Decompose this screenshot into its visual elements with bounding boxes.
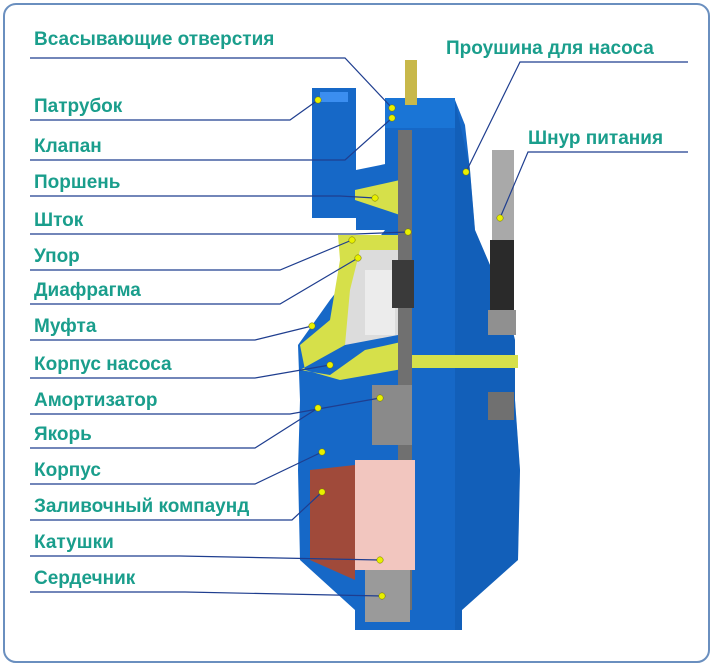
power-cord-gland xyxy=(490,240,514,310)
leader-dots xyxy=(308,96,504,600)
dot-potting-compound xyxy=(318,488,326,496)
leader-core xyxy=(30,591,383,597)
leader-branch-pipe xyxy=(30,99,319,121)
leader-piston xyxy=(30,195,376,199)
branch-pipe-opening xyxy=(320,92,348,102)
eyelet-stub xyxy=(405,60,417,105)
leader-housing xyxy=(30,451,323,485)
dot-power-cord xyxy=(496,214,504,222)
label-power-cord: Шнур питания xyxy=(528,128,663,149)
leader-coupling xyxy=(30,325,313,341)
dot-rod xyxy=(404,228,412,236)
label-rod: Шток xyxy=(34,210,84,231)
label-core: Сердечник xyxy=(34,568,136,589)
leader-pump-eyelet xyxy=(465,61,688,173)
leader-stop xyxy=(30,239,353,271)
coils-shape xyxy=(355,460,415,570)
branch-pipe-shape xyxy=(312,88,356,218)
label-pump-housing: Корпус насоса xyxy=(34,354,172,375)
top-cap xyxy=(385,98,455,128)
armature-shape xyxy=(372,385,412,445)
leader-coils xyxy=(30,555,381,561)
dot-stop xyxy=(348,236,356,244)
label-valve: Клапан xyxy=(34,136,102,157)
label-coils: Катушки xyxy=(34,532,114,553)
labels: Всасывающие отверстия Патрубок Клапан По… xyxy=(34,29,663,589)
dot-coils xyxy=(376,556,384,564)
label-piston: Поршень xyxy=(34,172,120,193)
dot-housing xyxy=(318,448,326,456)
dot-diaphragm xyxy=(354,254,362,262)
leader-power-cord xyxy=(499,151,688,219)
leader-valve xyxy=(30,117,393,161)
label-suction-holes: Всасывающие отверстия xyxy=(34,29,274,50)
leader-diaphragm xyxy=(30,257,359,305)
dot-pump-eyelet xyxy=(462,168,470,176)
compound-shape xyxy=(310,465,355,580)
label-shock-absorber: Амортизатор xyxy=(34,390,158,411)
label-diaphragm: Диафрагма xyxy=(34,280,141,301)
housing-bolt xyxy=(488,392,514,420)
dot-valve xyxy=(388,114,396,122)
dot-suction-holes xyxy=(388,104,396,112)
label-stop: Упор xyxy=(34,246,80,267)
label-armature: Якорь xyxy=(34,424,92,445)
dot-shock-absorber xyxy=(376,394,384,402)
leader-lines xyxy=(30,57,688,597)
dot-branch-pipe xyxy=(314,96,322,104)
leader-rod xyxy=(30,231,409,235)
leader-pump-housing xyxy=(30,364,331,379)
power-cord-shape xyxy=(492,150,514,240)
dot-piston xyxy=(371,194,379,202)
label-pump-eyelet: Проушина для насоса xyxy=(446,38,654,59)
dot-pump-housing xyxy=(326,361,334,369)
leader-armature xyxy=(30,407,319,449)
power-cord-nut xyxy=(488,310,516,335)
label-potting-compound: Заливочный компаунд xyxy=(34,496,249,517)
leader-suction-holes xyxy=(30,57,393,109)
diaphragm-shape xyxy=(300,235,518,380)
leader-potting-compound xyxy=(30,491,323,521)
dot-coupling xyxy=(308,322,316,330)
label-branch-pipe: Патрубок xyxy=(34,96,123,117)
inner-cylinder xyxy=(365,270,395,335)
label-coupling: Муфта xyxy=(34,316,97,337)
dot-core xyxy=(378,592,386,600)
rod-stop-block xyxy=(392,260,414,308)
label-housing: Корпус xyxy=(34,460,101,481)
dot-armature xyxy=(314,404,322,412)
leader-shock-absorber xyxy=(30,397,381,415)
